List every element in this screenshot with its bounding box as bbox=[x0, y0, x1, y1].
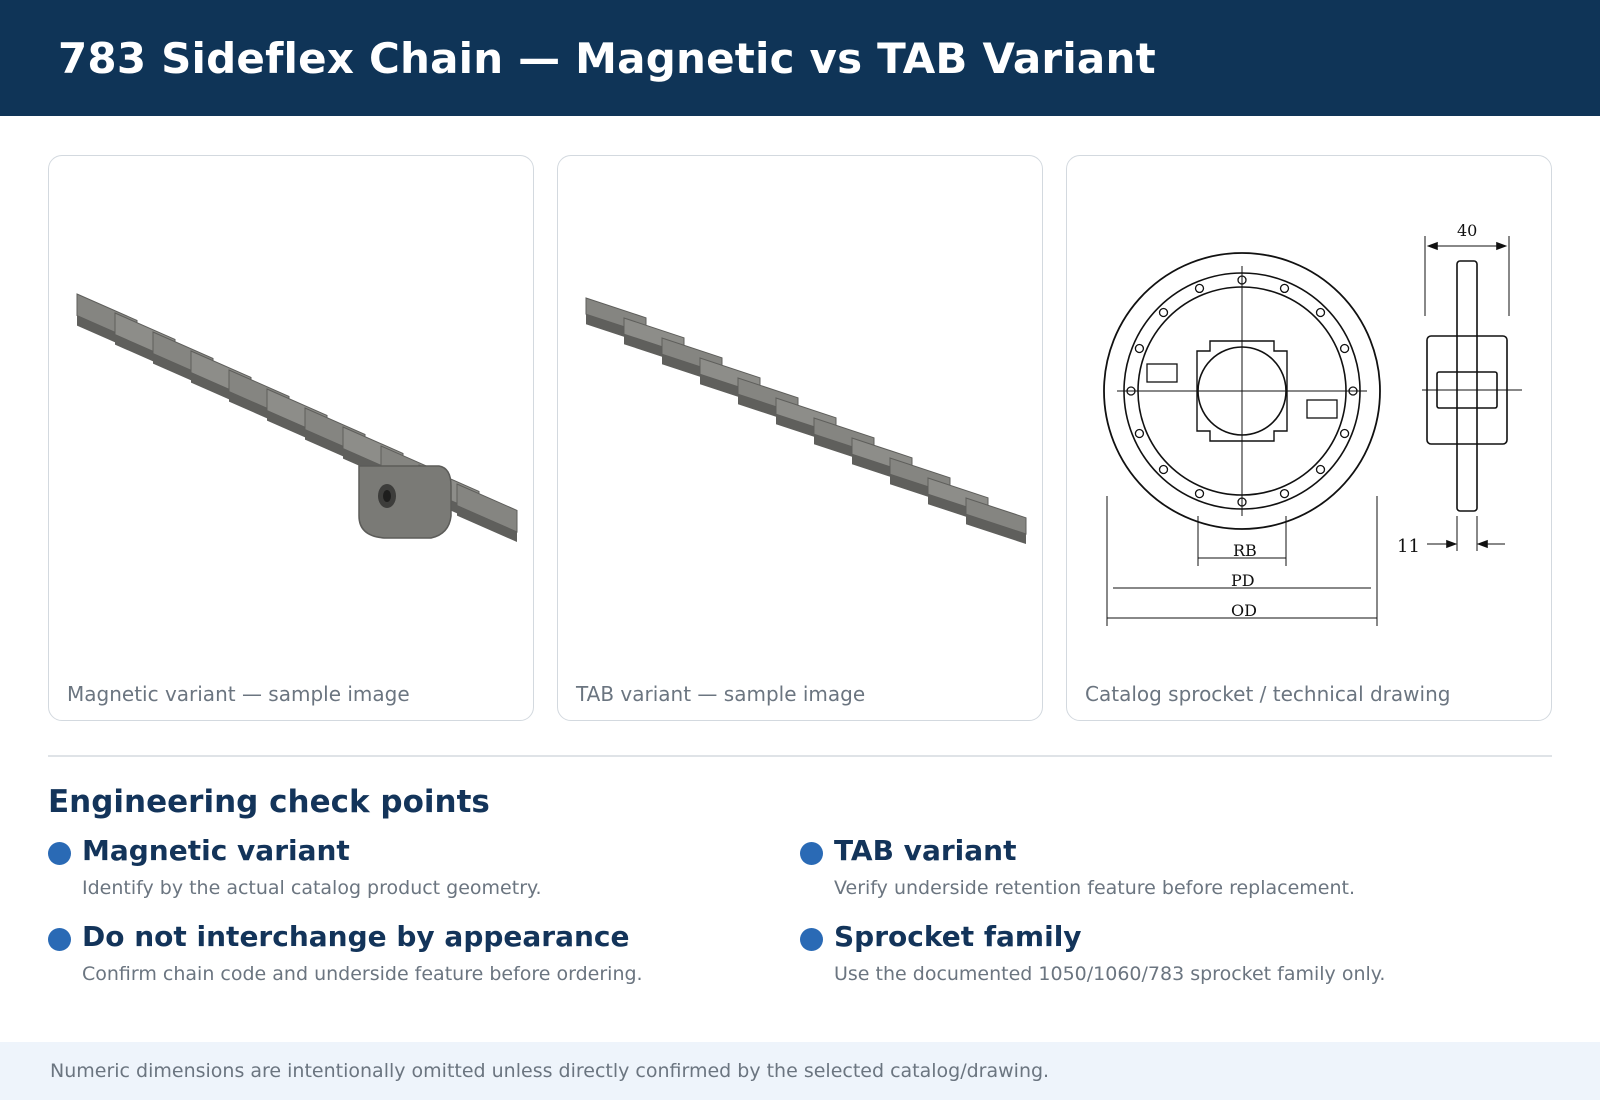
chain-plates bbox=[585, 297, 1027, 544]
sprocket-front-view bbox=[1103, 252, 1381, 626]
sprocket-side-view bbox=[1422, 236, 1522, 551]
image-cards: Magnetic variant — sample image TAB vari… bbox=[48, 155, 1552, 721]
check-point-desc: Confirm chain code and underside feature… bbox=[82, 963, 643, 985]
dimension-top: 40 bbox=[1457, 221, 1477, 240]
label-od: OD bbox=[1231, 601, 1257, 620]
chain-plates bbox=[76, 293, 518, 542]
card-caption: TAB variant — sample image bbox=[576, 682, 866, 706]
bullet-icon bbox=[48, 842, 71, 865]
footer-note: Numeric dimensions are intentionally omi… bbox=[0, 1042, 1600, 1100]
card-sprocket-drawing: RB PD OD 40 11 Catalog sproc bbox=[1066, 155, 1552, 721]
card-caption: Catalog sprocket / technical drawing bbox=[1085, 682, 1451, 706]
sprocket-drawing: RB PD OD 40 11 bbox=[1103, 221, 1522, 626]
check-point-title: Sprocket family bbox=[834, 920, 1082, 953]
page-header: 783 Sideflex Chain — Magnetic vs TAB Var… bbox=[0, 0, 1600, 116]
dimension-side: 11 bbox=[1397, 536, 1420, 557]
card-caption: Magnetic variant — sample image bbox=[67, 682, 410, 706]
check-points-title: Engineering check points bbox=[48, 784, 490, 820]
card-tab-variant: TAB variant — sample image bbox=[557, 155, 1043, 721]
section-divider bbox=[48, 755, 1552, 757]
check-point-desc: Verify underside retention feature befor… bbox=[834, 877, 1356, 899]
bullet-icon bbox=[800, 928, 823, 951]
check-point-title: Magnetic variant bbox=[82, 834, 350, 867]
sprocket-teeth bbox=[1126, 275, 1358, 507]
bullet-icon bbox=[800, 842, 823, 865]
page-title: 783 Sideflex Chain — Magnetic vs TAB Var… bbox=[58, 33, 1156, 83]
label-rb: RB bbox=[1233, 541, 1257, 560]
check-point-title: TAB variant bbox=[834, 834, 1017, 867]
label-pd: PD bbox=[1231, 571, 1255, 590]
magnetic-chain-image bbox=[76, 293, 518, 542]
card-magnetic-variant: Magnetic variant — sample image bbox=[48, 155, 534, 721]
tab-chain-image bbox=[585, 297, 1027, 544]
check-point-title: Do not interchange by appearance bbox=[82, 920, 630, 953]
check-point-desc: Use the documented 1050/1060/783 sprocke… bbox=[834, 963, 1386, 985]
check-point-desc: Identify by the actual catalog product g… bbox=[82, 877, 542, 899]
bullet-icon bbox=[48, 928, 71, 951]
